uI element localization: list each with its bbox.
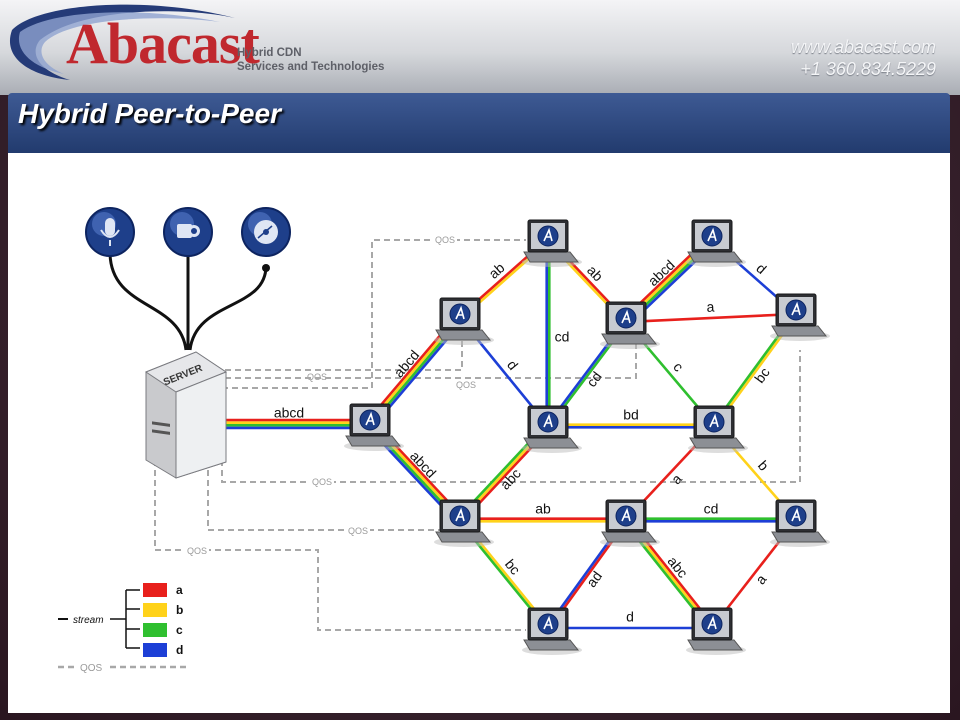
header-banner: Abacast Hybrid CDN Services and Technolo… — [0, 0, 960, 95]
tagline-line-1: Hybrid CDN — [237, 47, 302, 59]
source-wire — [188, 265, 268, 351]
peer-laptop — [600, 301, 660, 349]
peers — [344, 219, 830, 655]
stream-link — [626, 517, 796, 523]
link-label: ad — [583, 568, 605, 590]
peer-laptop — [522, 219, 582, 267]
link-label: abcd — [274, 405, 304, 421]
qos-line — [225, 338, 637, 379]
slide-title: Hybrid Peer-to-Peer — [18, 98, 281, 129]
contact-info: www.abacast.com +1 360.834.5229 — [791, 36, 936, 80]
link-label: c — [670, 359, 687, 375]
qos-label: QOS — [456, 380, 476, 390]
abacast-badge-icon — [449, 505, 471, 527]
legend-swatch-a — [143, 583, 167, 597]
link-label: a — [706, 299, 715, 315]
abacast-badge-icon — [703, 411, 725, 433]
abacast-badge-icon — [537, 411, 559, 433]
legend-qos-label: QOS — [80, 663, 103, 674]
peer-laptop — [522, 405, 582, 453]
peer-laptop — [770, 499, 830, 547]
qos-label: QOS — [435, 235, 455, 245]
abacast-badge-icon — [785, 505, 807, 527]
abacast-badge-icon — [701, 613, 723, 635]
legend-swatch-c — [143, 623, 167, 637]
qos-label: QOS — [312, 477, 332, 487]
abacast-badge-icon — [359, 409, 381, 431]
qos-label-bg — [433, 234, 457, 245]
stream-link — [625, 312, 797, 324]
qos-label-bg — [346, 525, 370, 536]
stream-link — [548, 423, 714, 429]
video-camera-icon — [163, 207, 213, 257]
source-icons — [85, 207, 291, 257]
link-label: cd — [704, 501, 719, 517]
link-label: cd — [555, 329, 570, 345]
abacast-badge-icon — [615, 307, 637, 329]
server: SERVER — [144, 351, 228, 479]
link-label: abc — [497, 465, 524, 492]
peer-laptop — [686, 607, 746, 655]
qos-label-bg — [310, 476, 334, 487]
legend-label-a: a — [176, 583, 183, 597]
source-wires — [108, 251, 270, 351]
qos-label-bg — [454, 379, 478, 390]
peer-laptop — [522, 607, 582, 655]
link-label: bd — [623, 407, 639, 423]
qos-label: QOS — [348, 526, 368, 536]
abacast-badge-icon — [537, 613, 559, 635]
peer-laptop — [686, 219, 746, 267]
link-label: b — [755, 457, 772, 474]
link-label: a — [752, 571, 770, 587]
legend-bracket — [110, 589, 140, 649]
peer-laptop — [688, 405, 748, 453]
qos-label-bg — [185, 545, 209, 556]
qos-line — [154, 440, 526, 631]
link-label: d — [753, 260, 769, 277]
peer-laptop — [344, 403, 404, 451]
stream-link — [208, 418, 370, 430]
peer-laptop — [434, 297, 494, 345]
qos-label-bg — [305, 371, 329, 382]
link-label: d — [504, 357, 521, 373]
abacast-badge-icon — [701, 225, 723, 247]
legend-label-b: b — [176, 603, 183, 617]
stream-link — [545, 240, 551, 426]
legend-swatch-b — [143, 603, 167, 617]
abacast-badge-icon — [615, 505, 637, 527]
peer-laptop — [770, 293, 830, 341]
link-label: d — [626, 609, 634, 625]
abacast-badge-icon — [537, 225, 559, 247]
logo-swoosh — [9, 4, 235, 81]
title-bar — [8, 93, 950, 153]
legend-swatch-d — [143, 643, 167, 657]
peer-laptop — [434, 499, 494, 547]
website-text: www.abacast.com — [790, 37, 936, 57]
abacast-logo: Abacast — [66, 11, 260, 76]
abacast-badge-icon — [785, 299, 807, 321]
qos-label: QOS — [187, 546, 207, 556]
legend-label-c: c — [176, 623, 183, 637]
source-wire — [108, 251, 188, 351]
peer-laptop — [600, 499, 660, 547]
microphone-icon — [85, 207, 135, 257]
legend-label-d: d — [176, 643, 183, 657]
stream-line-a — [625, 312, 797, 324]
link-label: a — [668, 470, 685, 487]
wire-end-dot — [262, 264, 270, 272]
abacast-badge-icon — [449, 303, 471, 325]
link-label: ab — [535, 501, 551, 517]
media-disc-icon — [241, 207, 291, 257]
stream-link — [460, 517, 626, 523]
legend-stream-label: stream — [73, 615, 104, 626]
tagline-line-2: Services and Technologies — [237, 61, 385, 73]
phone-text: +1 360.834.5229 — [800, 59, 936, 79]
tagline: Hybrid CDN Services and Technologies — [237, 46, 384, 74]
